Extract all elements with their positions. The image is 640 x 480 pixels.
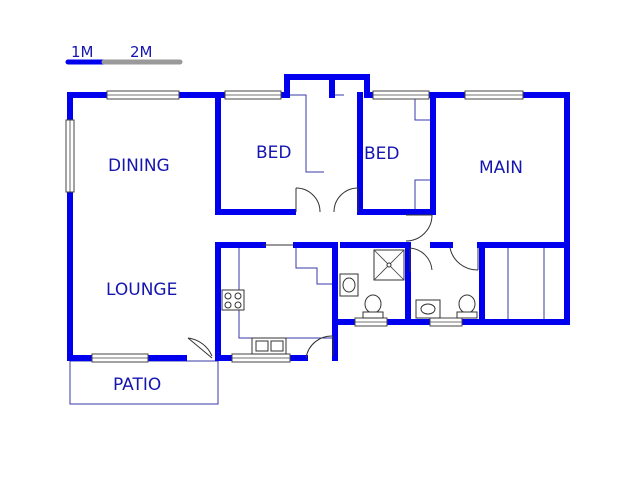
- toilet-icon: [362, 294, 384, 319]
- windows: [65, 90, 524, 363]
- room-label-patio: PATIO: [113, 375, 161, 395]
- scale-bar: 1M 2M: [65, 43, 183, 65]
- window-main: [464, 90, 524, 100]
- shower-icon: [373, 249, 405, 281]
- door-main: [405, 214, 433, 242]
- ensuite-basin-icon: [415, 299, 441, 319]
- door-lounge-patio: [187, 337, 213, 359]
- window-bed-1: [224, 90, 282, 100]
- door-bath: [409, 247, 433, 272]
- doors: [187, 187, 479, 359]
- window-dining-north: [106, 90, 180, 100]
- door-ensuite: [449, 247, 479, 271]
- room-label-bed-2: BED: [364, 144, 400, 164]
- interior-lines: [238, 94, 545, 339]
- stove-icon: [221, 289, 245, 311]
- window-dining-west: [65, 119, 75, 193]
- window-kitchen: [231, 353, 291, 363]
- walls: [67, 74, 570, 361]
- scale-label-1m: 1M: [71, 43, 94, 61]
- room-label-main: MAIN: [479, 158, 523, 178]
- basin-icon: [339, 273, 359, 297]
- window-lounge: [91, 353, 149, 363]
- window-bed-2: [372, 90, 430, 100]
- room-label-bed-1: BED: [256, 143, 292, 163]
- door-bed-2: [333, 187, 359, 213]
- window-ensuite: [429, 317, 463, 327]
- room-label-dining: DINING: [108, 156, 170, 176]
- ensuite-toilet-icon: [456, 294, 478, 319]
- window-bath: [354, 317, 388, 327]
- door-kitchen-back: [305, 335, 334, 359]
- fixtures: [221, 249, 478, 355]
- kitchen-sink-icon: [251, 337, 287, 355]
- room-label-lounge: LOUNGE: [106, 280, 177, 300]
- door-bed-1: [295, 187, 321, 213]
- scale-label-2m: 2M: [130, 43, 153, 61]
